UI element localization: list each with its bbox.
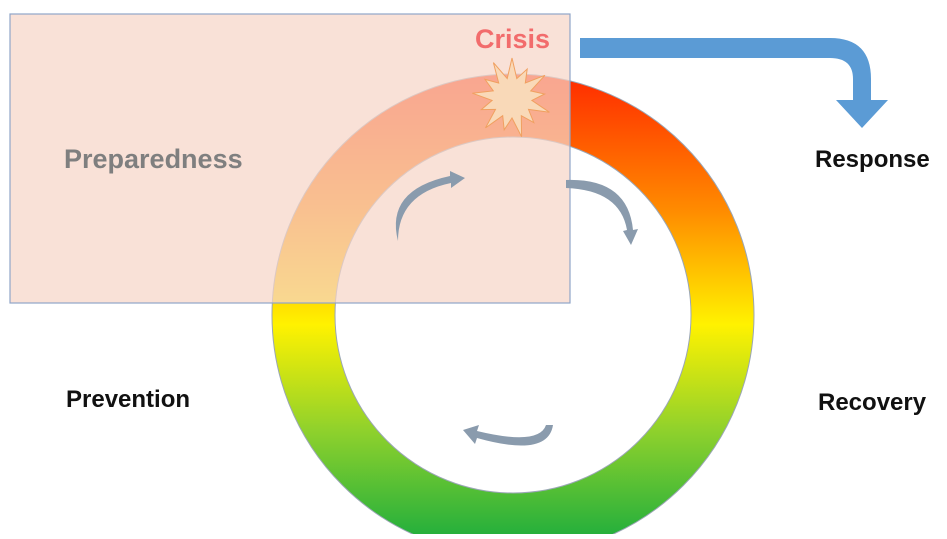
curved-arrow-icon xyxy=(395,171,465,241)
curved-arrow-icon xyxy=(463,425,553,446)
curved-arrow-icon xyxy=(566,179,638,245)
preparedness-region xyxy=(9,13,571,304)
recovery-label: Recovery xyxy=(818,389,927,416)
preparedness-label: Preparedness xyxy=(64,144,243,174)
burst-icon xyxy=(472,57,550,138)
crisis-label: Crisis xyxy=(475,24,551,54)
response-label: Response xyxy=(815,146,930,173)
prevention-label: Prevention xyxy=(66,386,191,413)
bent-arrow-down-icon xyxy=(580,38,888,128)
